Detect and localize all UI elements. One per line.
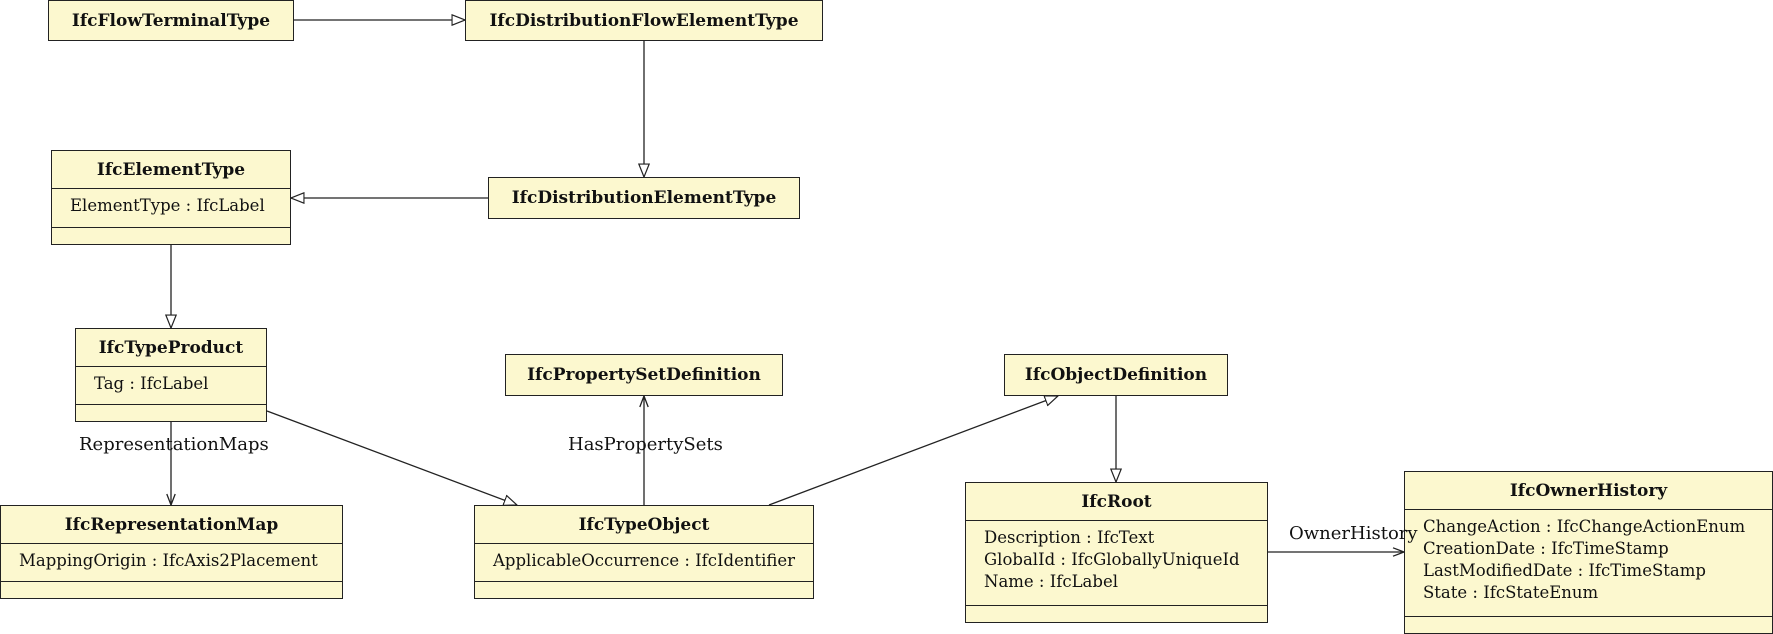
attribute: MappingOrigin : IfcAxis2Placement — [19, 551, 318, 570]
attribute: GlobalId : IfcGloballyUniqueId — [984, 550, 1240, 569]
class-operations — [52, 227, 290, 243]
class-attributes: ElementType : IfcLabel — [52, 188, 290, 227]
class-attributes: Tag : IfcLabel — [76, 366, 266, 404]
attribute: ApplicableOccurrence : IfcIdentifier — [493, 551, 796, 570]
class-operations — [1405, 616, 1772, 633]
class-ifcobjectdefinition: IfcObjectDefinition — [1004, 354, 1228, 396]
attribute: ElementType : IfcLabel — [70, 196, 265, 215]
attribute: Tag : IfcLabel — [94, 374, 209, 393]
class-ifcelementtype: IfcElementType ElementType : IfcLabel — [51, 150, 291, 245]
class-ifcpropertysetdefinition: IfcPropertySetDefinition — [505, 354, 783, 396]
class-name: IfcFlowTerminalType — [71, 10, 271, 31]
class-attributes: ApplicableOccurrence : IfcIdentifier — [475, 543, 813, 581]
attribute: ChangeAction : IfcChangeActionEnum — [1423, 517, 1746, 536]
class-name: IfcRepresentationMap — [64, 514, 279, 535]
association-label-owner-history: OwnerHistory — [1289, 523, 1418, 544]
class-ifcdistributionflowelementtype: IfcDistributionFlowElementType — [465, 0, 823, 41]
association-label-representation-maps: RepresentationMaps — [79, 434, 269, 455]
generalization-typeproduct-to-typeobject — [266, 410, 517, 505]
class-operations — [475, 581, 813, 597]
class-attributes: ChangeAction : IfcChangeActionEnum Creat… — [1405, 509, 1772, 616]
class-name: IfcTypeObject — [578, 514, 710, 535]
association-label-has-property-sets: HasPropertySets — [568, 434, 723, 455]
class-operations — [76, 404, 266, 420]
class-attributes: MappingOrigin : IfcAxis2Placement — [1, 543, 342, 581]
class-ifctypeobject: IfcTypeObject ApplicableOccurrence : Ifc… — [474, 505, 814, 599]
class-name: IfcObjectDefinition — [1024, 365, 1208, 385]
attribute: State : IfcStateEnum — [1423, 583, 1599, 602]
class-name: IfcRoot — [1081, 491, 1152, 512]
class-name: IfcOwnerHistory — [1509, 480, 1668, 501]
class-ifcdistributionelementtype: IfcDistributionElementType — [488, 177, 800, 219]
class-operations — [966, 605, 1267, 622]
class-name: IfcTypeProduct — [98, 337, 244, 358]
class-ifcownerhistory: IfcOwnerHistory ChangeAction : IfcChange… — [1404, 471, 1773, 634]
class-operations — [1, 581, 342, 597]
class-name: IfcPropertySetDefinition — [527, 365, 761, 385]
class-name: IfcElementType — [96, 159, 246, 180]
class-name: IfcDistributionElementType — [511, 188, 777, 208]
class-attributes: Description : IfcText GlobalId : IfcGlob… — [966, 520, 1267, 605]
class-name: IfcDistributionFlowElementType — [489, 10, 799, 31]
class-ifcroot: IfcRoot Description : IfcText GlobalId :… — [965, 482, 1268, 623]
class-ifcrepresentationmap: IfcRepresentationMap MappingOrigin : Ifc… — [0, 505, 343, 599]
attribute: LastModifiedDate : IfcTimeStamp — [1423, 561, 1706, 580]
attribute: Name : IfcLabel — [984, 572, 1118, 591]
attribute: CreationDate : IfcTimeStamp — [1423, 539, 1669, 558]
class-ifctypeproduct: IfcTypeProduct Tag : IfcLabel — [75, 328, 267, 422]
class-ifcflowterminaltype: IfcFlowTerminalType — [48, 0, 294, 41]
generalization-typeobject-to-objectdefinition — [768, 396, 1058, 506]
attribute: Description : IfcText — [984, 528, 1155, 547]
